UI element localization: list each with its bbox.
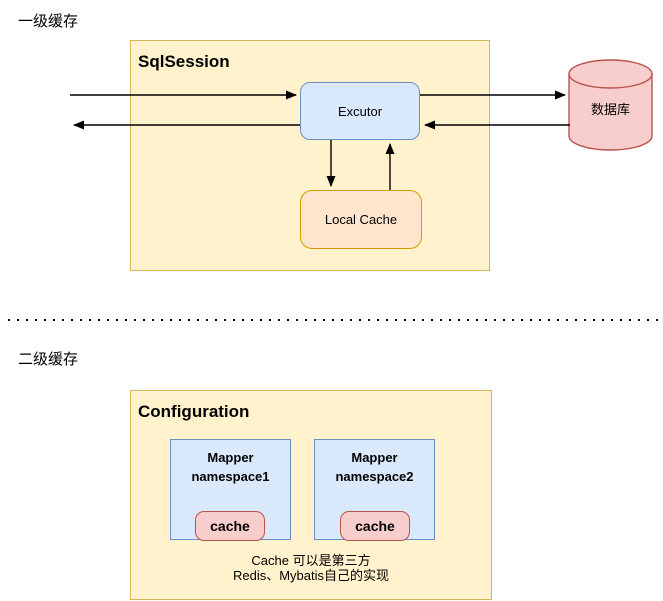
mapper1-label-line2: namespace1 <box>191 468 270 484</box>
cache1-label: cache <box>210 518 250 534</box>
cache-note-line2: Redis、Mybatis自己的实现 <box>232 568 390 584</box>
cache2-node: cache <box>340 511 410 541</box>
mapper2-label-line1: Mapper <box>351 450 398 465</box>
mapper2-label-line2: namespace2 <box>335 468 414 484</box>
sqlsession-title: SqlSession <box>138 52 230 71</box>
database-label: 数据库 <box>590 101 630 117</box>
level1-cache-label: 一级缓存 <box>18 13 79 30</box>
cache-note-line1: Cache 可以是第三方 <box>251 553 371 568</box>
cache-note: Cache 可以是第三方 Redis、Mybatis自己的实现 <box>130 553 492 583</box>
cache1-node: cache <box>195 511 265 541</box>
local-cache-node: Local Cache <box>300 190 422 249</box>
executor-label: Excutor <box>337 103 383 119</box>
local-cache-label: Local Cache <box>324 212 398 227</box>
cache2-label: cache <box>355 518 395 534</box>
mapper-namespace1-node: Mapper namespace1 <box>170 439 291 540</box>
level2-cache-label: 二级缓存 <box>18 351 79 368</box>
mapper1-label-line1: Mapper <box>207 450 254 465</box>
configuration-title: Configuration <box>138 402 250 421</box>
executor-node: Excutor <box>300 82 420 140</box>
database-node: 数据库 <box>569 78 652 138</box>
